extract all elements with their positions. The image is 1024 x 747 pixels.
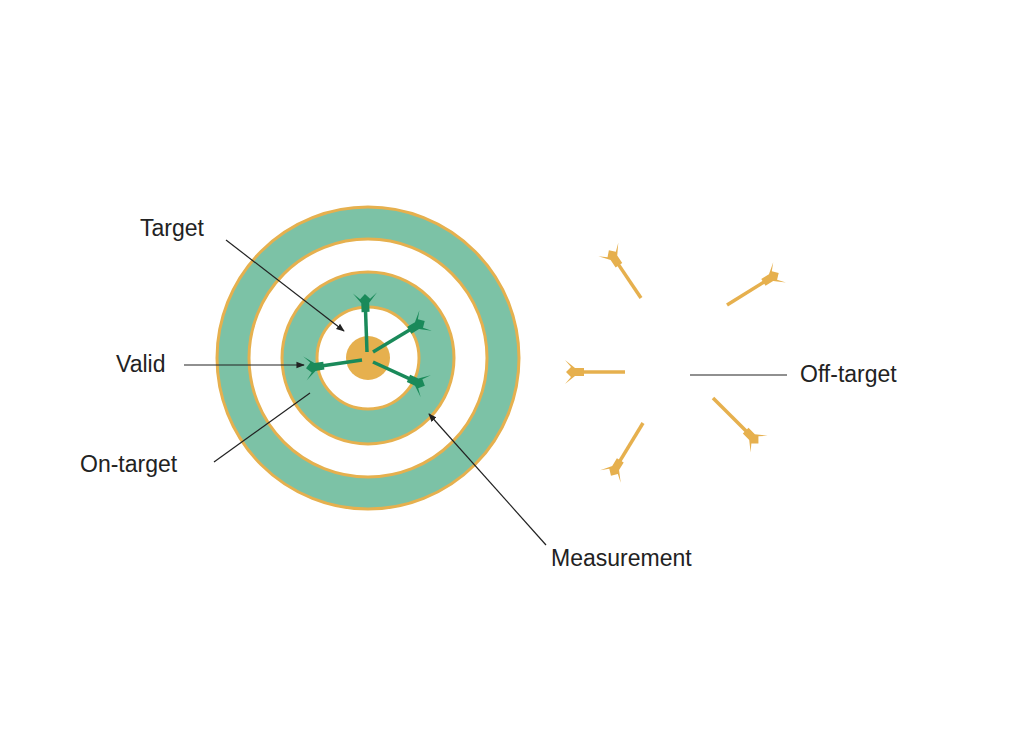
dart xyxy=(598,243,651,305)
darts xyxy=(303,243,786,483)
leader-line xyxy=(226,240,344,331)
callout-label: Target xyxy=(140,217,204,240)
leader-line xyxy=(690,374,787,375)
callout-label: Off-target xyxy=(800,363,897,386)
dart-fletching xyxy=(403,367,430,397)
dart-fletching xyxy=(303,354,325,381)
leader-lines xyxy=(184,240,787,545)
dart-fletching xyxy=(600,454,630,483)
callout-label: Measurement xyxy=(551,547,692,570)
dart xyxy=(705,390,768,453)
callout-label: Valid xyxy=(116,353,165,376)
dart-fletching xyxy=(565,360,584,384)
outer-gap xyxy=(249,239,487,477)
inner-ring xyxy=(282,272,454,444)
leader-line xyxy=(214,393,310,462)
callout-label: On-target xyxy=(80,453,177,476)
dart-shaft xyxy=(713,398,751,436)
dart xyxy=(721,262,786,315)
leader-line xyxy=(184,364,304,365)
dart-fletching xyxy=(403,310,432,340)
dart xyxy=(565,360,625,384)
dart xyxy=(367,310,432,362)
dart xyxy=(303,348,363,380)
dart xyxy=(368,351,431,397)
dart xyxy=(600,417,653,483)
leader-line xyxy=(429,414,546,545)
dart-fletching xyxy=(737,422,767,452)
dart xyxy=(353,293,379,353)
dart-fletching xyxy=(353,293,378,313)
dart-fletching xyxy=(757,262,786,292)
dart-fletching xyxy=(598,243,629,272)
